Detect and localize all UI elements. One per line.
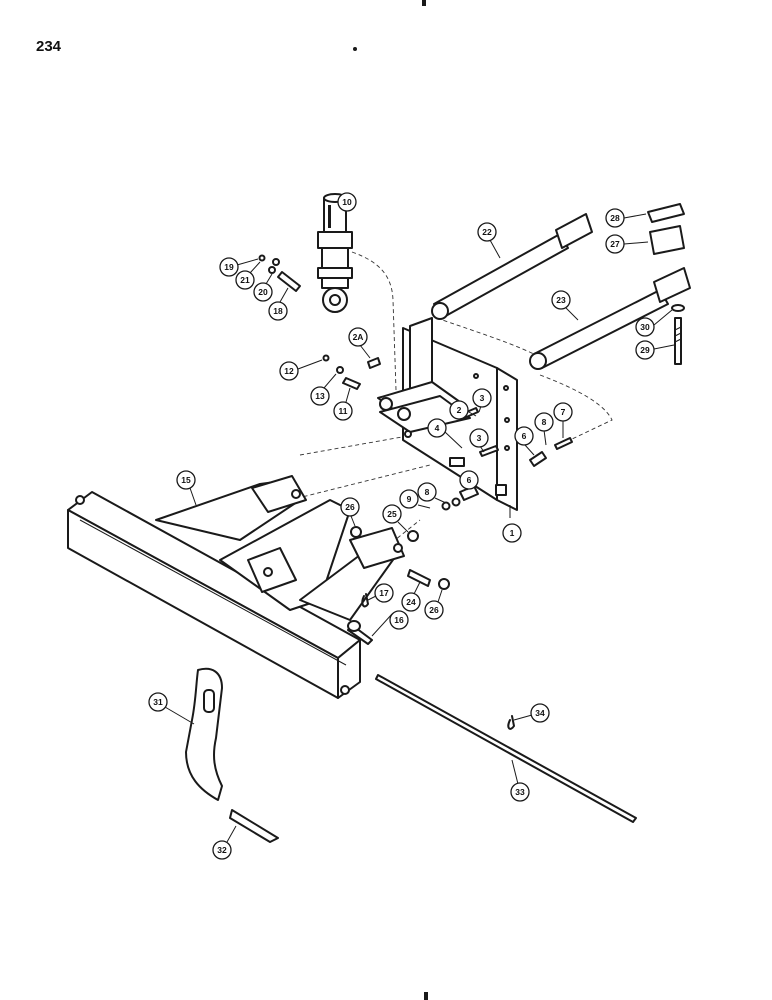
callout-24: 24 xyxy=(401,581,421,612)
callout-18: 18 xyxy=(268,287,289,321)
callout-34: 34 xyxy=(513,703,550,723)
callout-10: 10 xyxy=(337,192,357,213)
callout-label: 11 xyxy=(339,406,348,416)
callout-label: 19 xyxy=(224,262,234,272)
callout-17: 17 xyxy=(367,583,394,603)
callout-label: 3 xyxy=(480,393,485,403)
callout-label: 13 xyxy=(315,391,325,401)
callout-19: 19 xyxy=(219,257,259,277)
callout-label: 6 xyxy=(467,475,472,485)
callout-label: 30 xyxy=(640,322,650,332)
page-number: 234 xyxy=(36,38,62,55)
callout-33: 33 xyxy=(510,759,530,802)
callout-2: 2 xyxy=(449,400,477,420)
callout-label: 31 xyxy=(153,697,163,707)
callout-27: 27 xyxy=(605,234,649,254)
callout-7: 7 xyxy=(553,402,573,438)
callout-11: 11 xyxy=(333,387,353,421)
callout-6a: 6 xyxy=(514,426,535,456)
callout-label: 29 xyxy=(640,345,650,355)
callout-label: 34 xyxy=(535,708,545,718)
callout-label: 26 xyxy=(345,502,355,512)
callout-32: 32 xyxy=(212,825,237,860)
mounting-plate-assembly xyxy=(322,317,573,511)
callout-4: 4 xyxy=(427,418,463,449)
rod-and-clip xyxy=(375,674,637,823)
clamp-hardware xyxy=(647,203,685,365)
callout-30: 30 xyxy=(635,309,673,337)
callout-29: 29 xyxy=(635,340,675,360)
callout-label: 22 xyxy=(482,227,492,237)
callout-label: 28 xyxy=(610,213,620,223)
callout-label: 15 xyxy=(181,475,191,485)
callout-15: 15 xyxy=(176,470,197,506)
callout-label: 3 xyxy=(477,433,482,443)
shank-and-point xyxy=(185,667,279,843)
callout-label: 32 xyxy=(217,845,227,855)
callout-3a: 3 xyxy=(472,388,492,413)
callout-8a: 8 xyxy=(534,412,554,446)
callout-label: 27 xyxy=(610,239,620,249)
callout-label: 20 xyxy=(258,287,268,297)
callout-1: 1 xyxy=(502,505,522,543)
scan-marks xyxy=(353,0,428,1000)
callout-label: 2A xyxy=(353,332,364,342)
callout-6b: 6 xyxy=(459,470,479,491)
callout-3b: 3 xyxy=(469,428,489,453)
callout-26b: 26 xyxy=(424,589,444,620)
callout-25: 25 xyxy=(382,504,409,533)
callout-label: 23 xyxy=(556,295,566,305)
callout-label: 18 xyxy=(273,306,283,316)
callout-9: 9 xyxy=(399,489,431,509)
callout-label: 8 xyxy=(425,487,430,497)
callout-8b: 8 xyxy=(417,482,447,504)
callout-26a: 26 xyxy=(340,497,360,527)
callout-2A: 2A xyxy=(348,327,371,359)
callout-label: 7 xyxy=(561,407,566,417)
cylinder-pin-hardware xyxy=(258,254,301,292)
callout-label: 8 xyxy=(542,417,547,427)
callout-21: 21 xyxy=(235,261,261,290)
callout-label: 12 xyxy=(284,366,294,376)
hydraulic-cylinder xyxy=(317,193,353,313)
main-frame xyxy=(67,475,405,699)
callout-label: 4 xyxy=(435,423,440,433)
callout-16: 16 xyxy=(371,610,409,637)
callout-label: 25 xyxy=(387,509,397,519)
callout-label: 6 xyxy=(522,431,527,441)
callout-label: 2 xyxy=(457,405,462,415)
callout-12: 12 xyxy=(279,359,323,381)
callout-22: 22 xyxy=(477,222,501,259)
callout-label: 21 xyxy=(240,275,250,285)
lift-links xyxy=(431,213,691,370)
callouts: 1 2 3 3 4 6 6 7 8 8 9 10 11 12 13 15 16 … xyxy=(148,192,675,860)
callout-label: 17 xyxy=(379,588,389,598)
callout-label: 24 xyxy=(406,597,416,607)
callout-23: 23 xyxy=(551,290,579,321)
callout-31: 31 xyxy=(148,692,195,725)
frame-pin-hardware xyxy=(347,526,450,645)
callout-28: 28 xyxy=(605,208,647,228)
callout-label: 10 xyxy=(342,197,352,207)
callout-13: 13 xyxy=(310,373,337,406)
callout-20: 20 xyxy=(253,273,273,302)
callout-label: 16 xyxy=(394,615,404,625)
callout-label: 9 xyxy=(407,494,412,504)
callout-label: 26 xyxy=(429,605,439,615)
callout-label: 1 xyxy=(510,528,515,538)
callout-label: 33 xyxy=(515,787,525,797)
